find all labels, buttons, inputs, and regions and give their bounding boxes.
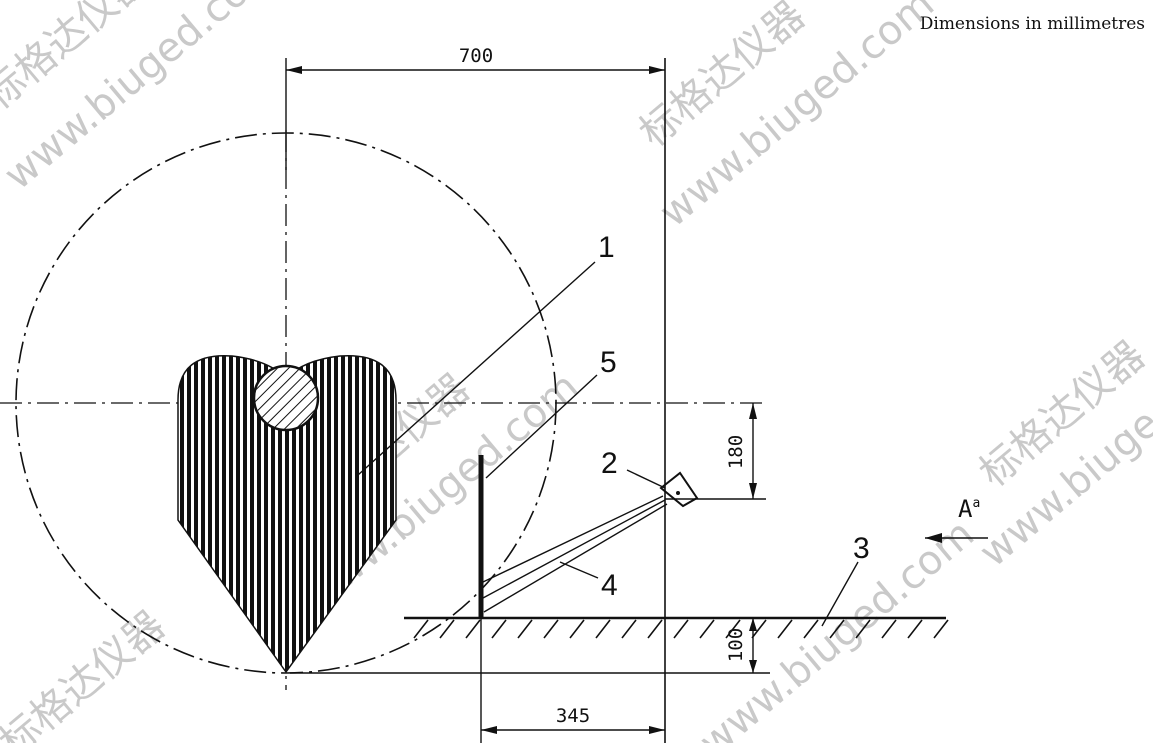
ground-hatch-stroke [439,619,455,639]
brush-bristle [334,355,338,672]
ground-hatch-stroke [595,619,611,639]
nozzle-orifice [676,491,680,495]
units-note: Dimensions in millimetres [919,14,1145,34]
ground-hatch-stroke [751,619,767,639]
ground-hatch-stroke [933,619,949,639]
brush-bristle [390,355,394,672]
brush-bristle [187,355,191,672]
brush-bristle [313,355,317,672]
ground-hatch-stroke [881,619,897,639]
brush-bristle [362,355,366,672]
arrowhead [749,660,757,673]
ground-hatch-stroke [543,619,559,639]
arrowhead [749,618,757,631]
brush-bristle [327,355,331,672]
brush-bristle [229,355,233,672]
ground-hatch-stroke [829,619,845,639]
ground-hatch-stroke [413,619,429,639]
arrowhead [481,726,497,734]
ground-hatch-stroke [517,619,533,639]
brush-bristle [264,355,268,672]
callout-5: 5 [600,346,617,379]
brush-bristle [236,355,240,672]
brush-bristle [341,355,345,672]
brush-bristle [243,355,247,672]
brush-bristle [369,355,373,672]
brush-bristle [292,355,296,672]
brush-bristle [383,355,387,672]
leader-2 [626,469,666,489]
leader-5 [485,374,598,479]
leader-1 [357,261,596,476]
direction-label: Aa [958,495,980,523]
brush-bristle [208,355,212,672]
ground-hatch-stroke [647,619,663,639]
brush-bristle [285,355,289,672]
ground-hatch-stroke [621,619,637,639]
brush-bristle [180,355,184,672]
ground-hatch-stroke [465,619,481,639]
brush-bristle [320,355,324,672]
ground-hatch-stroke [673,619,689,639]
spray-line-upper [482,495,664,583]
brush-bristle [201,355,205,672]
spray-line-mid [482,499,666,599]
ground-hatch-stroke [725,619,741,639]
arrowhead [749,403,757,419]
dimension-700-label: 700 [459,45,493,67]
ground-hatch-stroke [803,619,819,639]
brush-bristle [348,355,352,672]
brush-bristle [278,355,282,672]
callout-2: 2 [601,447,618,480]
brush-bristle [222,355,226,672]
brush-bristle [306,355,310,672]
brush-bristle [194,355,198,672]
brush-bristle [215,355,219,672]
brush-bristle [250,355,254,672]
ground-hatch-stroke [777,619,793,639]
brush-bristle [299,355,303,672]
brush-bristle [355,355,359,672]
leader-3 [821,561,859,627]
brush-bristle [271,355,275,672]
arrowhead [649,726,665,734]
brush-bristle [257,355,261,672]
arrowhead [286,66,302,74]
ground-hatch-stroke [491,619,507,639]
watermark-cn: 标格达仪器 [0,602,174,743]
ground-hatch-stroke [855,619,871,639]
ground-hatch-stroke [907,619,923,639]
leader-4 [559,561,599,579]
arrowhead [649,66,665,74]
dimension-345-label: 345 [556,705,590,727]
ground-hatch-stroke [569,619,585,639]
spray-nozzle [659,471,699,508]
dimension-100-label: 100 [725,628,747,662]
spray-line-lower [483,503,668,613]
callout-1: 1 [598,231,615,264]
brush-hub-hatching [255,367,317,429]
ground-hatch-stroke [699,619,715,639]
callout-4: 4 [601,569,618,602]
brush-bristle [376,355,380,672]
arrowhead [749,483,757,499]
direction-arrowhead [925,533,942,543]
dimension-180-label: 180 [725,435,747,469]
callout-3: 3 [853,532,870,565]
ground-hatching [413,619,949,639]
